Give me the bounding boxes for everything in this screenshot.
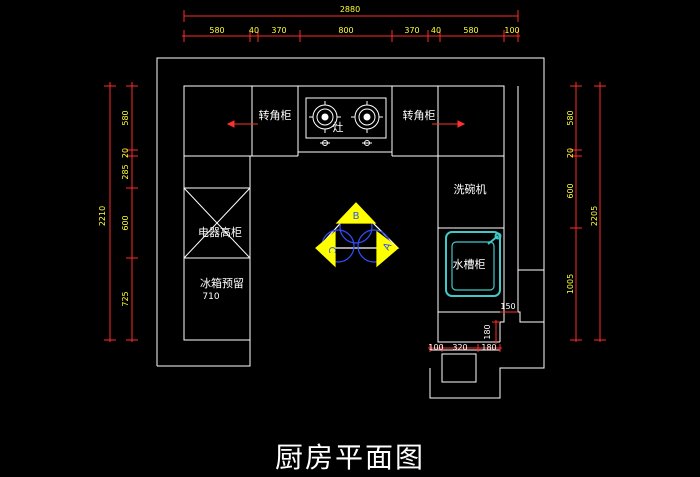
dim-bottom-seg: 150 <box>500 302 515 311</box>
dim-bottom-seg: 320 <box>452 343 467 352</box>
left-dimension-labels: 2210 580 20 285 600 725 <box>98 110 130 306</box>
dim-bottom-seg: 180 <box>481 343 496 352</box>
dim-left-seg: 600 <box>121 215 130 230</box>
sink <box>445 231 502 297</box>
dim-left-seg: 285 <box>121 164 130 179</box>
dim-top-seg: 370 <box>271 26 286 35</box>
door-niche <box>441 353 477 383</box>
dim-left-seg: 580 <box>121 110 130 125</box>
triangle-marker-c <box>315 230 336 268</box>
left-dimension-chain <box>104 82 138 342</box>
label-appliance-tall-cabinet: 电器高柜 <box>198 225 242 239</box>
arrow-left-icon <box>226 120 235 128</box>
label-dishwasher: 洗碗机 <box>454 182 487 196</box>
dim-top-total: 2880 <box>340 5 360 14</box>
lower-right-wall <box>437 312 500 343</box>
label-corner-cabinet-right: 转角柜 <box>403 108 436 122</box>
dim-right-total: 2205 <box>590 206 599 226</box>
arrow-right-icon <box>457 120 466 128</box>
corner-cabinet-left-box <box>183 85 253 157</box>
fixture-labels: 转角柜 灶 转角柜 电器高柜 冰箱预留 710 洗碗机 水槽柜 <box>198 108 487 302</box>
dim-top-seg: 40 <box>431 26 441 35</box>
dim-right-seg: 1005 <box>566 274 575 294</box>
bottom-dimension-labels: 100 320 180 180 150 <box>428 302 515 352</box>
dim-right-seg: 600 <box>566 183 575 198</box>
dim-right-seg: 580 <box>566 110 575 125</box>
dim-bottom-seg: 100 <box>428 343 443 352</box>
stove-hob <box>305 97 387 146</box>
dim-top-seg: 100 <box>504 26 519 35</box>
sink-cabinet-box <box>437 227 505 313</box>
outer-wall <box>156 57 545 399</box>
dim-right-seg: 20 <box>566 148 575 158</box>
fridge-reserved-box <box>183 257 251 341</box>
dim-left-seg: 20 <box>121 148 130 158</box>
dim-left-seg: 725 <box>121 291 130 306</box>
bottom-dimension-chain <box>428 311 518 352</box>
right-dimension-chain <box>570 82 606 342</box>
triangle-letters: B C A <box>326 211 394 254</box>
left-inner-edge <box>157 345 251 367</box>
dim-top-seg: 580 <box>209 26 224 35</box>
letter-a: A <box>381 241 394 253</box>
label-stove: 灶 <box>333 121 344 134</box>
label-fridge-width: 710 <box>202 292 219 302</box>
right-dimension-labels: 580 20 600 1005 2205 <box>566 110 599 294</box>
dim-top-seg: 800 <box>338 26 353 35</box>
dim-top-seg: 370 <box>404 26 419 35</box>
label-corner-cabinet-left: 转角柜 <box>259 108 292 122</box>
top-dimension-labels: 580 40 370 800 370 40 580 100 <box>209 26 519 35</box>
letter-b: B <box>353 211 360 222</box>
label-sink-cabinet: 水槽柜 <box>453 258 486 271</box>
triangle-marker-b <box>335 202 377 224</box>
top-dimension-chain <box>182 10 520 42</box>
corner-arrows <box>226 120 466 128</box>
letter-c: C <box>326 247 337 254</box>
corner-cabinet-right-box <box>437 85 505 157</box>
stove-cabinet-box <box>297 85 393 153</box>
label-fridge-reserved: 冰箱预留 <box>200 276 244 290</box>
dim-bottom-seg: 180 <box>483 324 492 339</box>
walls-and-cabinets <box>156 57 545 399</box>
page-title: 厨房平面图 <box>274 441 425 474</box>
dim-top-seg: 580 <box>463 26 478 35</box>
dim-top-seg: 40 <box>249 26 259 35</box>
dim-left-total: 2210 <box>98 206 107 226</box>
work-triangle <box>315 202 400 268</box>
triangle-marker-a <box>376 230 399 268</box>
